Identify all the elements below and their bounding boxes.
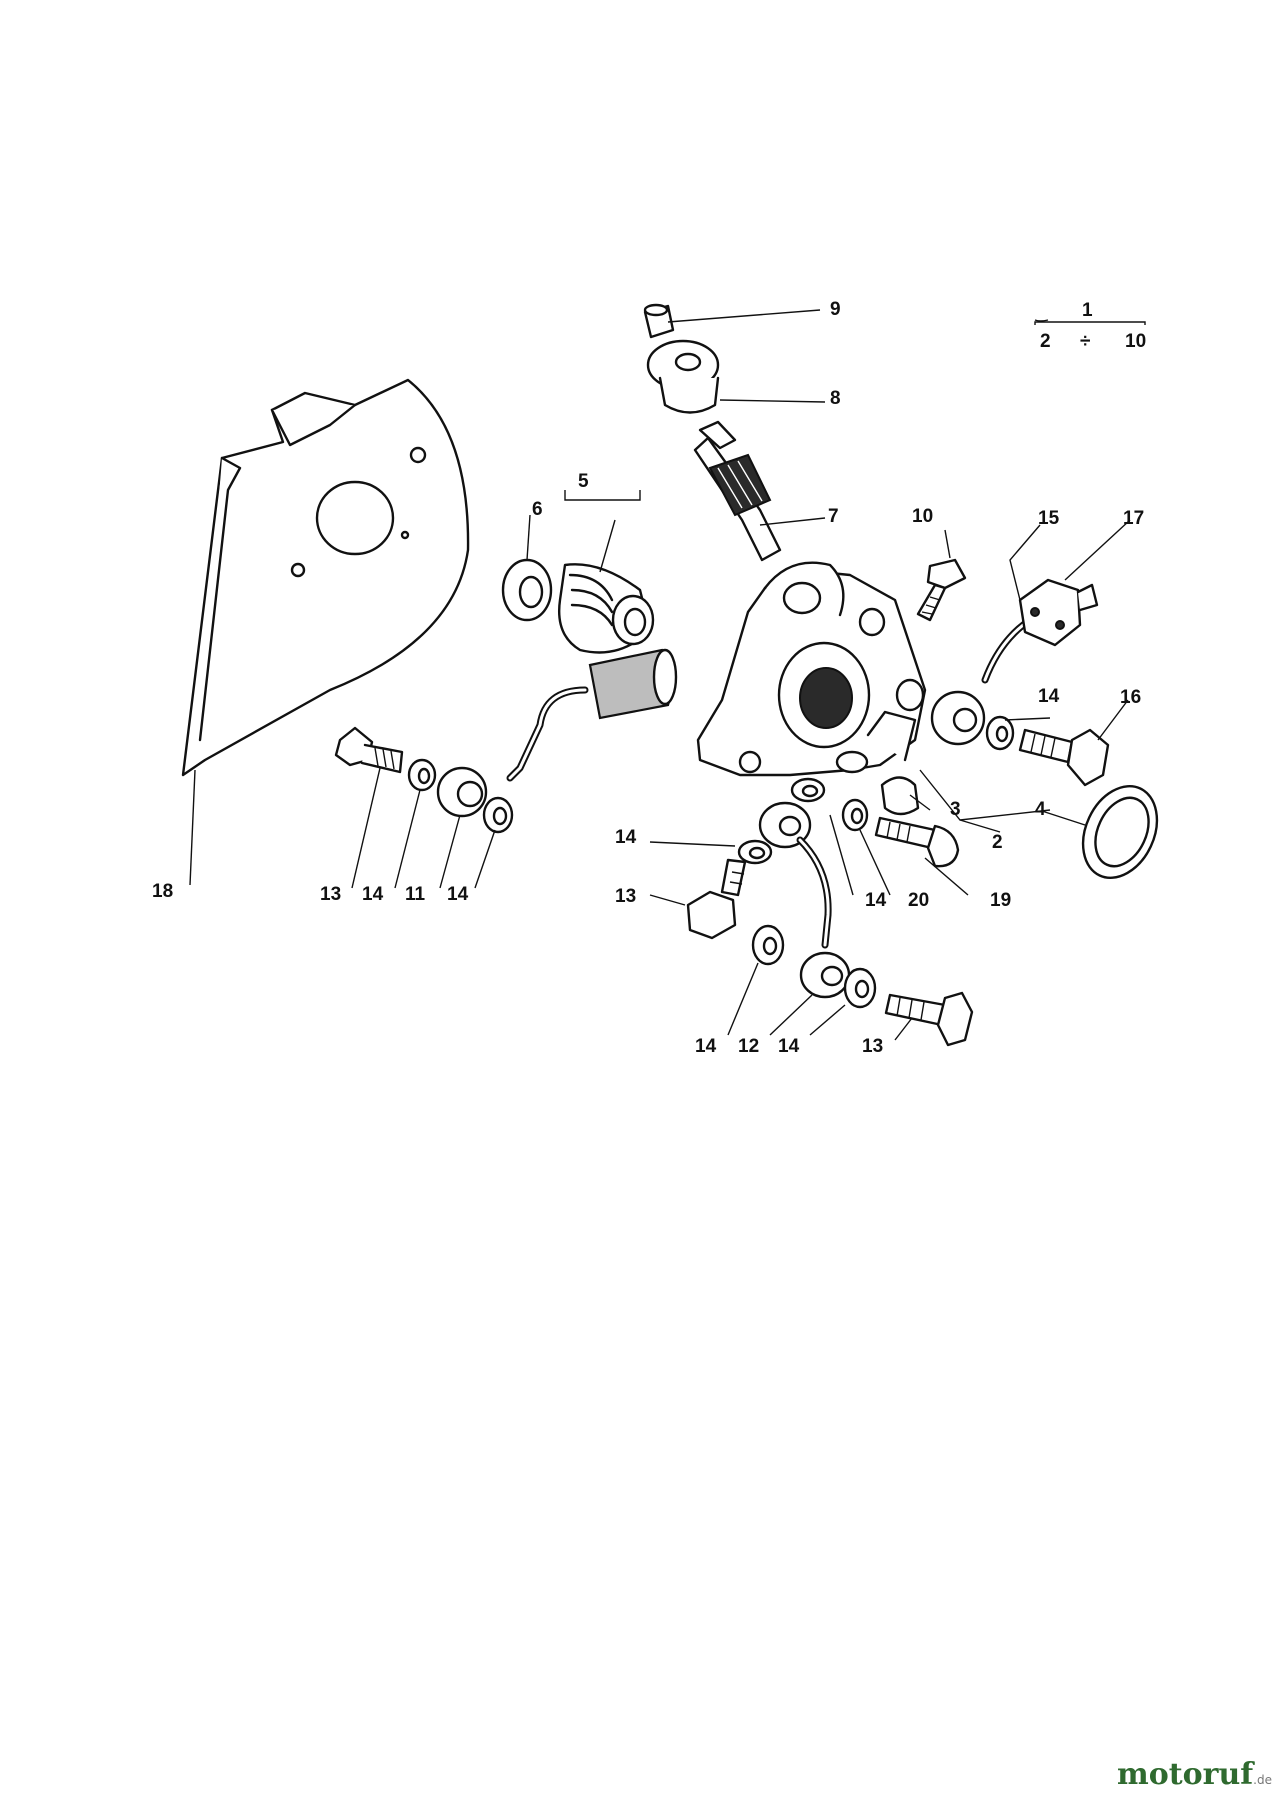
watermark-text-a: moto bbox=[1117, 1757, 1203, 1792]
callout-15: 15 bbox=[1038, 508, 1060, 529]
plug-part-9 bbox=[643, 303, 675, 339]
washer-part-6 bbox=[501, 558, 553, 622]
washer-part-14-bottom-left bbox=[751, 924, 785, 966]
callout-14-left-b: 14 bbox=[447, 884, 469, 905]
seal-ring-part-4 bbox=[1081, 784, 1159, 880]
watermark-suffix: .de bbox=[1253, 1773, 1272, 1787]
callout-8: 8 bbox=[830, 388, 841, 409]
range-separator: ÷ bbox=[1080, 331, 1090, 352]
callout-18: 18 bbox=[152, 881, 173, 902]
washer-part-14-center-upper bbox=[790, 777, 826, 803]
callout-19: 19 bbox=[990, 890, 1011, 911]
callout-labels: 9 8 7 10 15 17 1 2 ÷ 10 5 6 14 16 3 4 2 … bbox=[152, 299, 1146, 1057]
pump-body-part-2 bbox=[696, 561, 927, 777]
callout-9: 9 bbox=[830, 299, 841, 320]
callout-14-center: 14 bbox=[615, 827, 637, 848]
watermark-logo: motoruf.de bbox=[1117, 1757, 1272, 1792]
screw-part-10 bbox=[916, 558, 967, 622]
callout-20: 20 bbox=[908, 890, 929, 911]
callout-3: 3 bbox=[950, 799, 961, 820]
pipe-part-12 bbox=[758, 801, 851, 999]
callout-7: 7 bbox=[828, 506, 839, 527]
washer-part-14-right bbox=[985, 715, 1015, 751]
gear-shaft-part-7 bbox=[693, 420, 782, 562]
pipe-part-11 bbox=[436, 648, 678, 818]
callout-2: 2 bbox=[992, 832, 1003, 853]
callout-4: 4 bbox=[1035, 799, 1046, 820]
screw-part-19 bbox=[874, 816, 960, 868]
leader-lines bbox=[189, 309, 1146, 1041]
washer-part-14-left-a bbox=[407, 758, 437, 792]
callout-17: 17 bbox=[1123, 508, 1144, 529]
callout-14-mid-lower: 14 bbox=[865, 890, 887, 911]
callout-14-left-a: 14 bbox=[362, 884, 384, 905]
callout-5: 5 bbox=[578, 471, 589, 492]
callout-6: 6 bbox=[532, 499, 543, 520]
pipe-part-15 bbox=[930, 616, 1034, 746]
callout-16: 16 bbox=[1120, 687, 1141, 708]
washer-part-14-bottom-right bbox=[843, 967, 877, 1009]
bolt-part-16 bbox=[1018, 728, 1110, 787]
bushing-part-8 bbox=[646, 339, 720, 414]
callout-14-bottom-a: 14 bbox=[695, 1036, 717, 1057]
washer-part-20 bbox=[841, 798, 869, 832]
bolt-part-13-left bbox=[334, 726, 404, 774]
bolt-part-13-bottom bbox=[884, 991, 974, 1047]
callout-13-middle: 13 bbox=[615, 886, 636, 907]
callout-14-bottom-b: 14 bbox=[778, 1036, 800, 1057]
callout-13-bottom: 13 bbox=[862, 1036, 883, 1057]
plug-part-3 bbox=[880, 776, 920, 816]
range-to: 10 bbox=[1125, 331, 1146, 352]
watermark-text-b: ruf bbox=[1202, 1757, 1254, 1792]
washer-part-14-center-left bbox=[737, 839, 773, 865]
bolt-part-13-middle bbox=[686, 858, 747, 940]
union-nut-part-17 bbox=[1018, 578, 1099, 647]
washer-part-14-left-b bbox=[482, 796, 514, 834]
callout-13-left: 13 bbox=[320, 884, 341, 905]
callout-10: 10 bbox=[912, 506, 933, 527]
callout-14-right: 14 bbox=[1038, 686, 1060, 707]
range-from: 2 bbox=[1040, 331, 1051, 352]
cover-plate-part-18 bbox=[181, 378, 470, 777]
callout-11: 11 bbox=[405, 884, 426, 905]
strainer-part-5 bbox=[558, 563, 655, 654]
callout-1: 1 bbox=[1082, 300, 1093, 321]
callout-12: 12 bbox=[738, 1036, 759, 1057]
